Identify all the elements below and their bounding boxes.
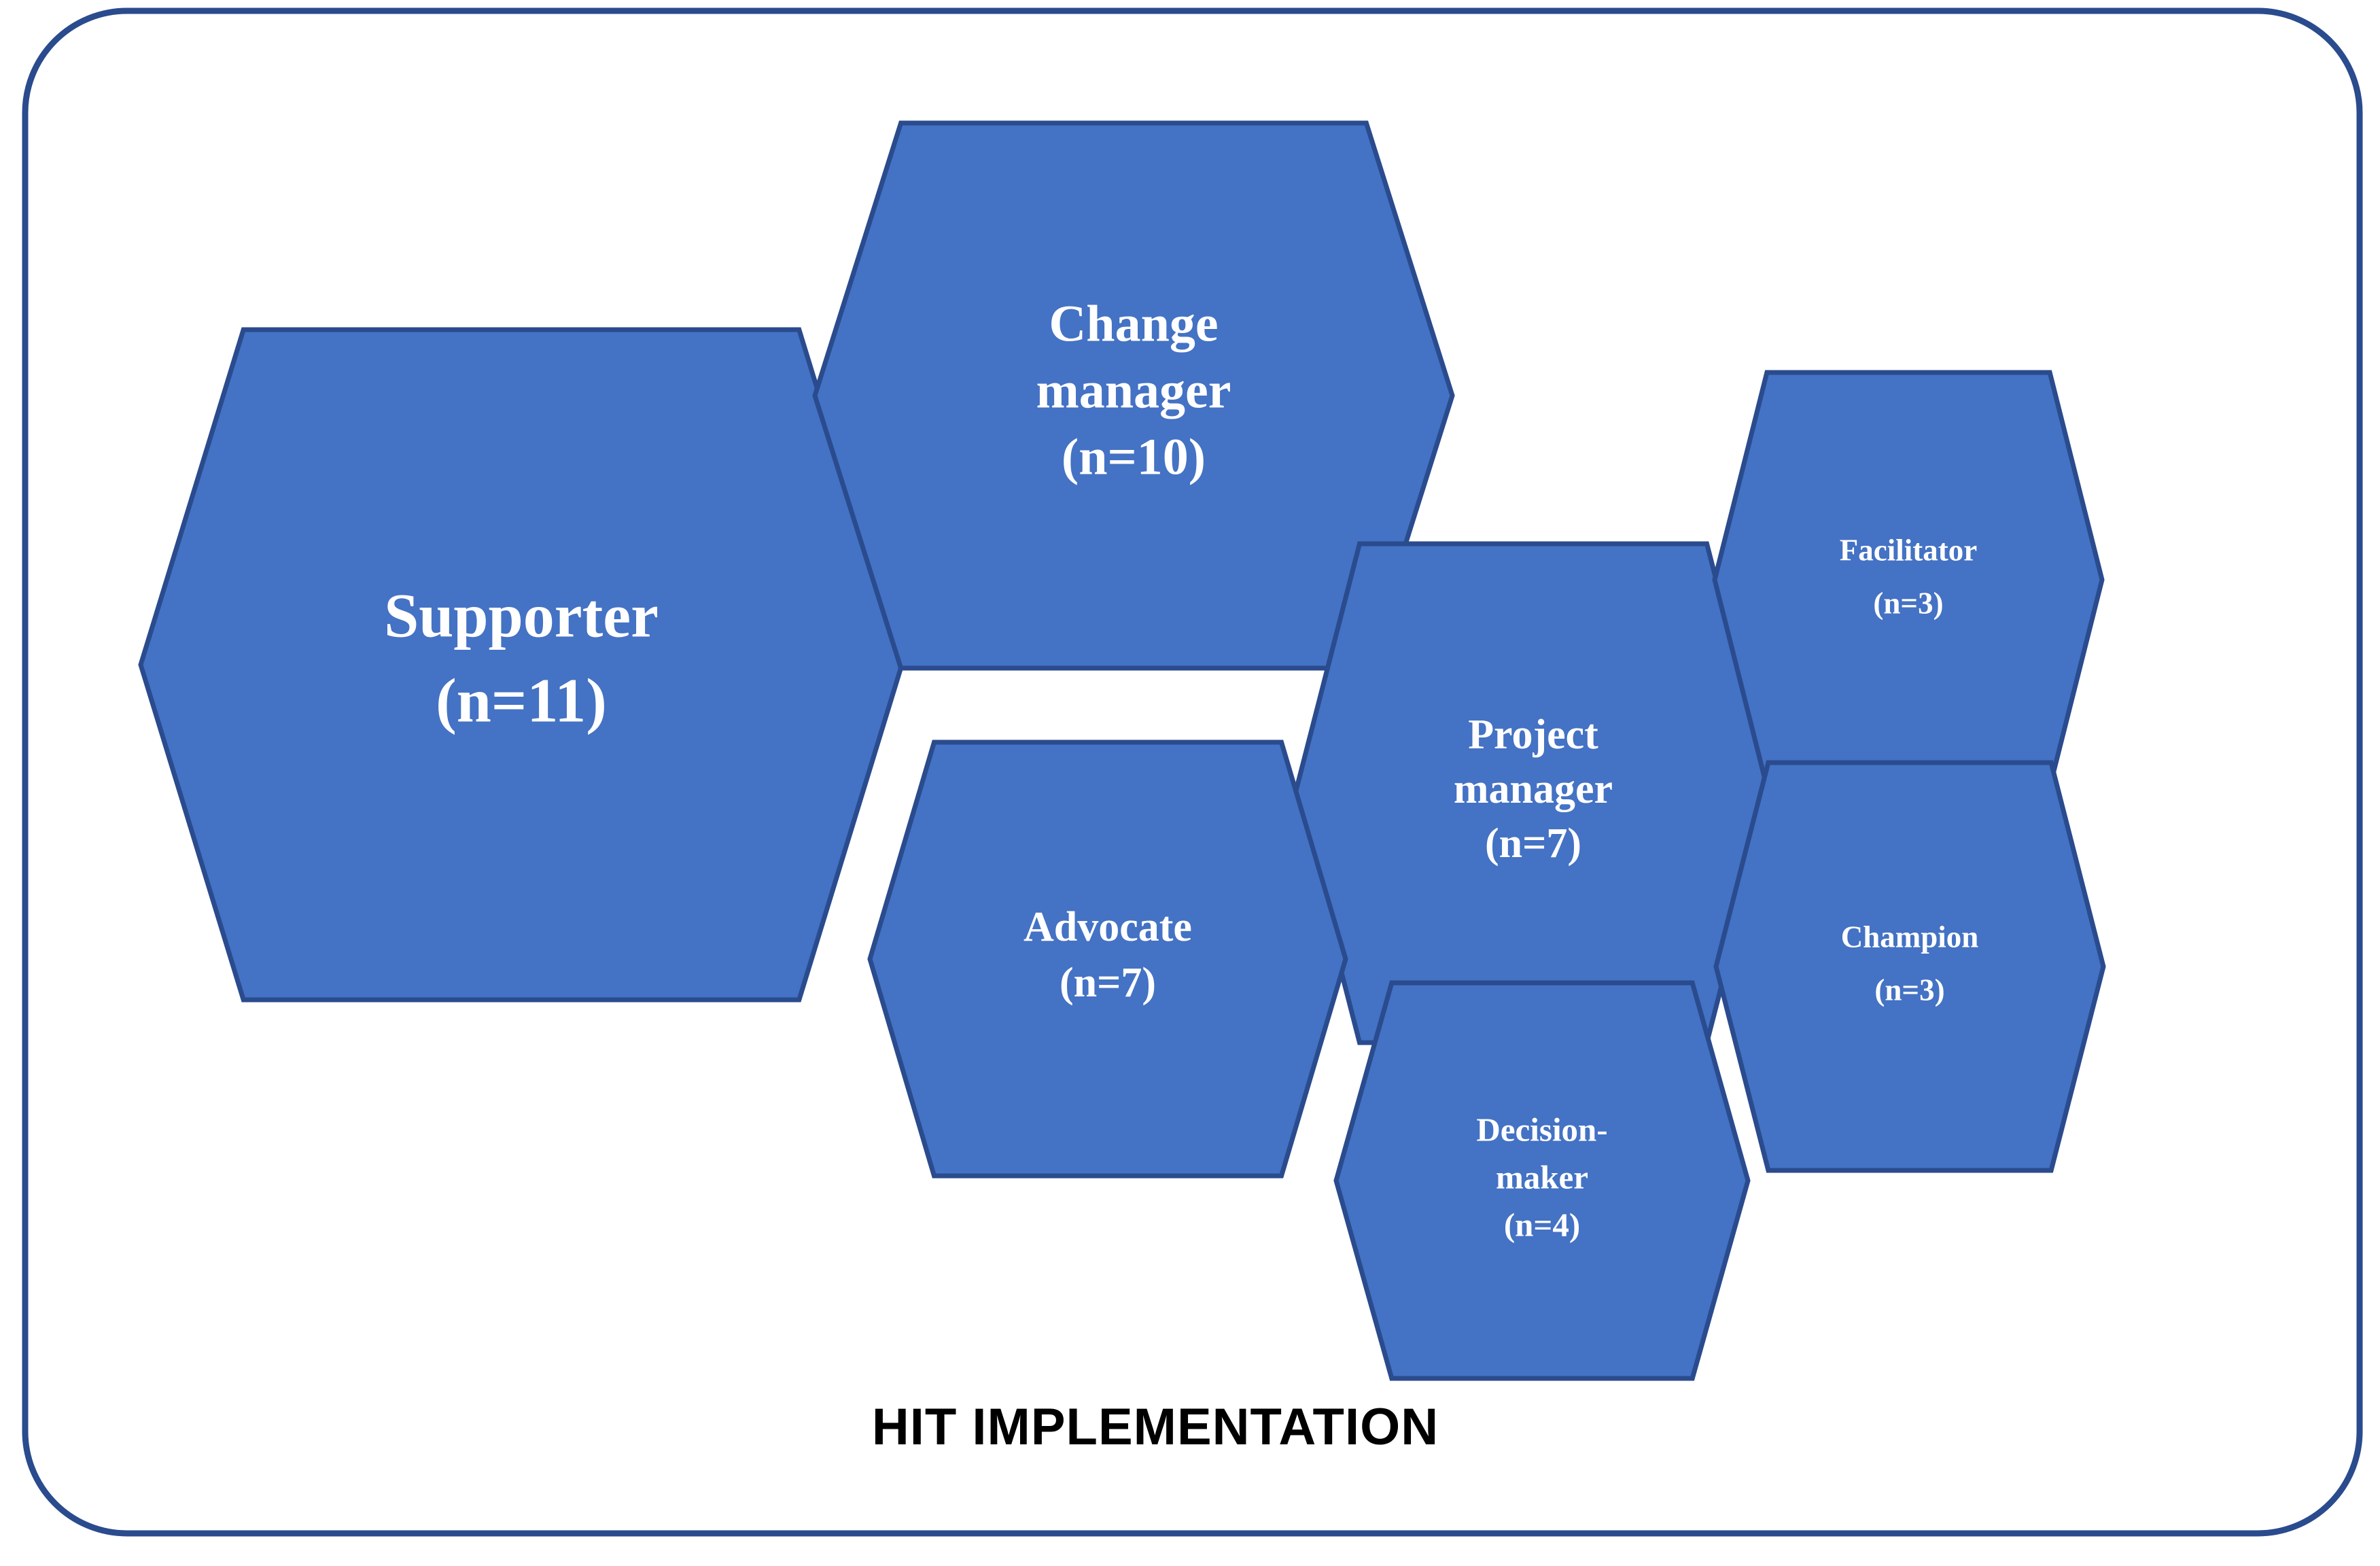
hexagon-label-champion-line1: Champion: [1841, 920, 1979, 954]
hexagon-shape-advocate[interactable]: [867, 740, 1348, 1179]
hexagon-supporter[interactable]: Supporter (n=11): [138, 327, 905, 1003]
hexagon-label-champion-line2: (n=3): [1874, 973, 1944, 1007]
hexagon-label-decision-maker-line2: maker: [1496, 1158, 1588, 1196]
hexagon-label-supporter-line2: (n=11): [436, 666, 607, 735]
hexagon-label-change-manager-line3: (n=10): [1062, 428, 1206, 485]
hexagon-advocate[interactable]: Advocate (n=7): [867, 740, 1348, 1179]
hexagon-shape-supporter[interactable]: [138, 327, 905, 1003]
figure-caption: HIT IMPLEMENTATION: [872, 1398, 1439, 1456]
hexagon-champion[interactable]: Champion (n=3): [1713, 760, 2106, 1173]
hexagon-label-project-manager-line3: (n=7): [1485, 820, 1581, 867]
hexagon-group: Supporter (n=11) Change manager (n=10) Projec…: [138, 120, 2106, 1381]
hexagon-shape-facilitator[interactable]: [1712, 370, 2105, 790]
hexagon-label-change-manager-line2: manager: [1036, 362, 1231, 419]
hexagon-project-manager[interactable]: Project manager (n=7): [1293, 541, 1774, 1045]
hexagon-decision-maker[interactable]: Decision-maker (n=4): [1333, 980, 1751, 1381]
hexagon-label-project-manager-line2: manager: [1454, 766, 1613, 812]
hexagon-shape-champion[interactable]: [1713, 760, 2106, 1173]
hexagon-shape-decision-maker[interactable]: [1333, 980, 1751, 1381]
hexagon-change-manager[interactable]: Change manager (n=10): [812, 120, 1455, 671]
hexagon-shape-change-manager[interactable]: [812, 120, 1455, 671]
hexagon-label-supporter-line1: Supporter: [384, 581, 659, 650]
hexagon-facilitator[interactable]: Facilitator (n=3): [1712, 370, 2105, 790]
hexagon-label-decision-maker-line1: Decision-: [1476, 1111, 1607, 1148]
hexagon-label-advocate-line1: Advocate: [1023, 904, 1192, 950]
hexagon-label-change-manager-line1: Change: [1049, 295, 1218, 352]
hexagon-label-project-manager-line1: Project: [1468, 712, 1598, 758]
hexagon-label-decision-maker-line3: (n=4): [1504, 1206, 1580, 1243]
hexagon-label-facilitator-line2: (n=3): [1873, 586, 1943, 620]
hexagon-label-facilitator-line1: Facilitator: [1840, 533, 1977, 567]
hexagon-label-advocate-line2: (n=7): [1060, 960, 1156, 1006]
